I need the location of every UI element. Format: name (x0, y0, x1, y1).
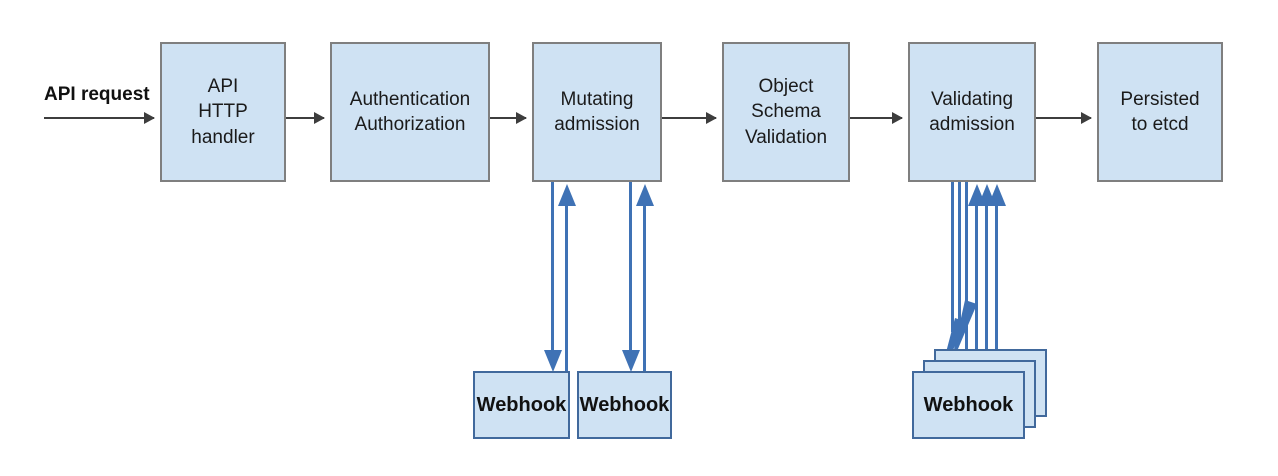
mutating-link-2-up-arrowhead (636, 184, 654, 206)
mutating-link-1-up-line (565, 205, 568, 371)
connector-api-handler-to-auth (286, 112, 325, 124)
webhook-label-mutating-2: Webhook (579, 393, 670, 416)
stage-label-mutating-admission: Mutating admission (554, 88, 640, 135)
stage-box-api-http-handler[interactable]: API HTTP handler (160, 42, 286, 182)
stage-box-object-schema-validation[interactable]: Object Schema Validation (722, 42, 850, 182)
connector-schema-to-validating (850, 112, 903, 124)
connector-validating-to-etcd (1036, 112, 1092, 124)
stage-box-validating-admission[interactable]: Validating admission (908, 42, 1036, 182)
stage-label-object-schema-validation: Object Schema Validation (744, 76, 828, 148)
webhook-box-mutating-2[interactable]: Webhook (577, 371, 672, 439)
stage-box-persisted-to-etcd[interactable]: Persisted to etcd (1097, 42, 1223, 182)
stage-label-api-http-handler: API HTTP handler (191, 76, 255, 148)
mutating-link-2-down-line (629, 182, 632, 357)
validating-link-2-up-line (985, 205, 988, 361)
webhook-label-mutating-1: Webhook (476, 393, 567, 416)
mutating-link-1-down-arrowhead (544, 350, 562, 372)
connector-auth-to-mutating (490, 112, 527, 124)
webhook-box-mutating-1[interactable]: Webhook (473, 371, 570, 439)
webhook-box-validating-front[interactable]: Webhook (912, 371, 1025, 439)
mutating-link-1-up-arrowhead (558, 184, 576, 206)
validating-link-3-up-arrowhead (988, 184, 1006, 206)
stage-box-mutating-admission[interactable]: Mutating admission (532, 42, 662, 182)
validating-link-1-up-line (975, 205, 978, 350)
connector-mutating-to-schema (662, 112, 717, 124)
webhook-label-validating-front: Webhook (923, 393, 1014, 416)
stage-box-authentication-authorization[interactable]: Authentication Authorization (330, 42, 490, 182)
stage-label-persisted-to-etcd: Persisted to etcd (1120, 88, 1200, 135)
validating-link-3-up-line (995, 205, 998, 372)
mutating-link-2-up-line (643, 205, 646, 371)
mutating-link-1-down-line (551, 182, 554, 357)
connector-entry-to-api-handler (44, 112, 155, 124)
api-request-label: API request (44, 84, 150, 105)
validating-link-3-down-line (965, 182, 968, 352)
stage-label-authentication-authorization: Authentication Authorization (349, 88, 471, 135)
validating-link-1-down-line (951, 182, 954, 332)
mutating-link-2-down-arrowhead (622, 350, 640, 372)
stage-label-validating-admission: Validating admission (929, 88, 1015, 135)
validating-link-2-down-line (958, 182, 961, 342)
